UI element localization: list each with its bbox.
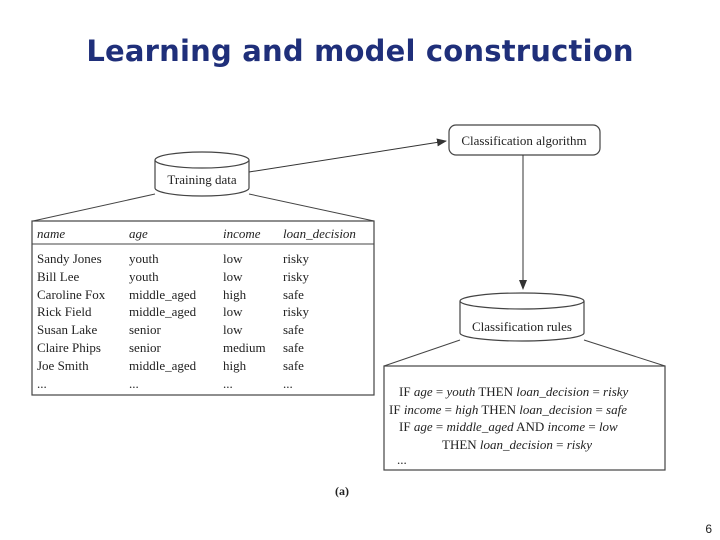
table-cell: ... [37, 376, 47, 391]
table-cell: safe [283, 287, 304, 302]
table-cell: youth [129, 269, 159, 284]
rule-3-then: THEN loan_decision = risky [442, 437, 592, 452]
table-cell: risky [283, 304, 310, 319]
table-cell: Caroline Fox [37, 287, 106, 302]
rules-ellipsis: ... [397, 452, 407, 467]
rule-1: IF age = youth THEN loan_decision = risk… [399, 384, 629, 399]
table-cell: safe [283, 322, 304, 337]
table-cell: safe [283, 358, 304, 373]
training-data-table: name age income loan_decision Sandy Jone… [31, 220, 375, 396]
table-cell: middle_aged [129, 304, 197, 319]
zoom-line-right [248, 193, 375, 222]
table-header-age: age [129, 226, 148, 241]
table-cell: Claire Phips [37, 340, 101, 355]
table-cell: Rick Field [37, 304, 92, 319]
table-cell: risky [283, 251, 310, 266]
table-cell: high [223, 287, 247, 302]
classification-algorithm-label: Classification algorithm [461, 133, 586, 148]
table-cell: low [223, 322, 243, 337]
table-cell: Bill Lee [37, 269, 79, 284]
table-cell: low [223, 269, 243, 284]
table-cell: senior [129, 340, 161, 355]
training-data-label: Training data [167, 172, 236, 187]
table-cell: safe [283, 340, 304, 355]
table-cell: high [223, 358, 247, 373]
table-header-loan-decision: loan_decision [283, 226, 356, 241]
table-cell: Sandy Jones [37, 251, 102, 266]
slide-title: Learning and model construction [86, 34, 634, 68]
arrow-to-algorithm [248, 138, 447, 173]
figure-caption: (a) [335, 484, 349, 498]
table-header-name: name [37, 226, 65, 241]
table-cell: Joe Smith [37, 358, 89, 373]
rules-zoom-line-right [583, 339, 666, 367]
table-cell: senior [129, 322, 161, 337]
rules-zoom-line-left [383, 339, 461, 367]
table-cell: ... [223, 376, 233, 391]
table-cell: youth [129, 251, 159, 266]
classification-rules-cylinder: Classification rules [459, 292, 585, 342]
table-cell: Susan Lake [37, 322, 98, 337]
table-cell: medium [223, 340, 266, 355]
classification-rules-label: Classification rules [472, 319, 572, 334]
table-cell: risky [283, 269, 310, 284]
table-cell: middle_aged [129, 287, 197, 302]
rule-3: IF age = middle_aged AND income = low [399, 419, 618, 434]
table-cell: ... [283, 376, 293, 391]
table-cell: low [223, 251, 243, 266]
classification-algorithm-box: Classification algorithm [448, 124, 601, 156]
table-header-income: income [223, 226, 261, 241]
training-data-cylinder: Training data [154, 151, 250, 197]
table-cell: ... [129, 376, 139, 391]
classification-rules-box: IF age = youth THEN loan_decision = risk… [383, 365, 666, 471]
rule-2: IF income = high THEN loan_decision = sa… [389, 402, 627, 417]
page-number: 6 [705, 522, 712, 536]
table-cell: low [223, 304, 243, 319]
zoom-line-left [32, 193, 156, 222]
table-cell: middle_aged [129, 358, 197, 373]
